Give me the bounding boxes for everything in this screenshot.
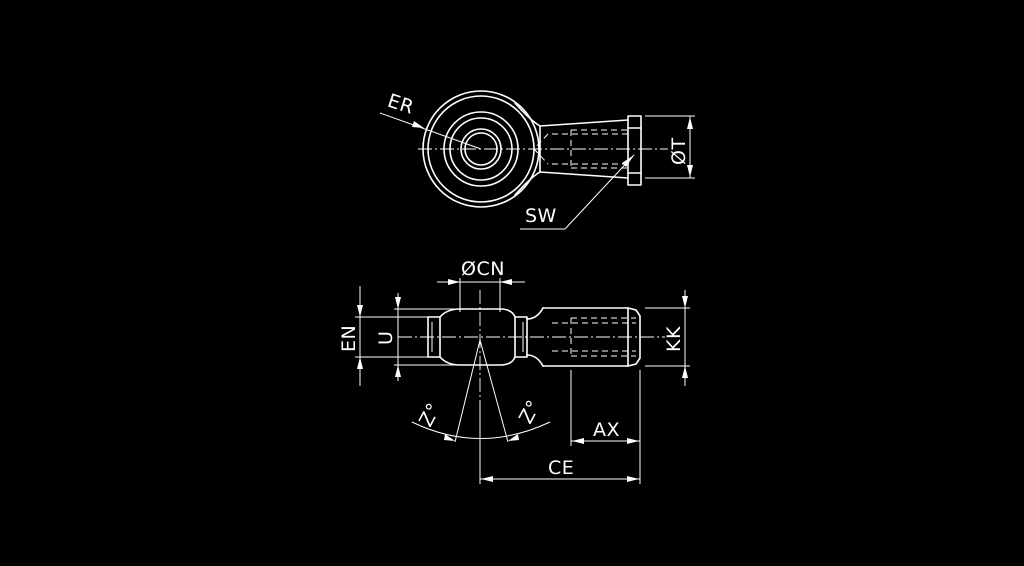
sw-label: SW [525, 205, 557, 227]
er-leader [379, 112, 482, 150]
en-label: EN [338, 325, 360, 352]
housing-top-arc [439, 308, 516, 318]
u-arrow-top [395, 297, 401, 309]
en-arrow-top [357, 305, 363, 317]
neck-bottom-curve [514, 171, 541, 196]
kk-label: KK [663, 326, 685, 352]
er-arrow [412, 121, 424, 128]
u-label: U [375, 331, 397, 345]
z-right-label: Z° [515, 396, 545, 427]
kk-arrow-top [682, 296, 688, 308]
ce-arrow-right [627, 476, 639, 482]
side-neck-bottom [526, 354, 544, 367]
top-view: ER SW ØT [379, 90, 695, 230]
ce-arrow-left [481, 476, 493, 482]
housing-bottom-arc [439, 356, 516, 366]
sw-leader [564, 154, 635, 230]
shank-top-edge [539, 119, 629, 127]
t-label: ØT [668, 137, 690, 165]
t-arrow-top [687, 117, 693, 129]
er-label: ER [385, 90, 417, 119]
cn-label: ØCN [461, 258, 505, 280]
side-view: ØCN EN U KK Z° Z° AX [338, 258, 690, 484]
en-arrow-bottom [357, 357, 363, 369]
ce-label: CE [548, 457, 574, 479]
z-right-arrow [508, 434, 519, 441]
sw-arrow [622, 155, 634, 167]
z-right-angle-line [479, 339, 509, 443]
ax-arrow-right [627, 438, 639, 444]
z-left-angle-line [454, 339, 481, 443]
ax-arrow-left [572, 438, 584, 444]
cn-arrow-right [500, 279, 512, 285]
end-flange [627, 115, 642, 186]
side-neck-top [526, 307, 544, 320]
cn-arrow-left [448, 279, 460, 285]
z-angle-arc [411, 421, 551, 439]
ax-label: AX [593, 419, 620, 441]
neck-top-curve [514, 102, 541, 127]
u-arrow-bottom [395, 365, 401, 377]
z-left-arrow [444, 434, 455, 441]
kk-arrow-bottom [682, 366, 688, 378]
t-arrow-bottom [687, 165, 693, 177]
